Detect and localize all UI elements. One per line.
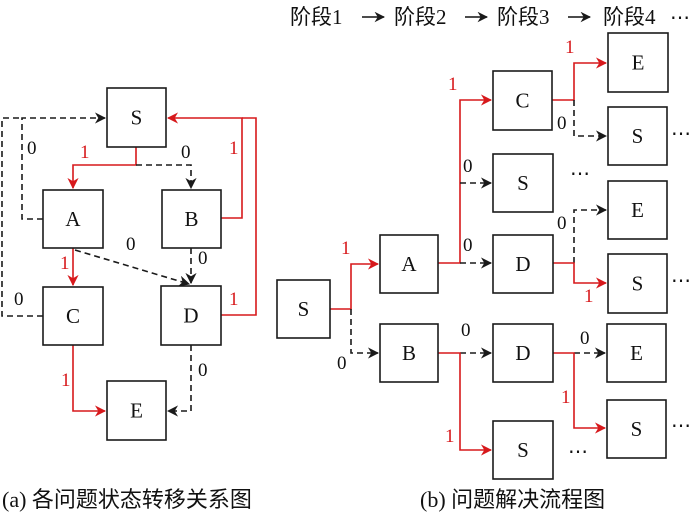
continuation-dots-5: ⋯: [568, 441, 588, 463]
svg-text:E: E: [631, 198, 644, 222]
edge-b-S-B: [350, 309, 380, 359]
caption-a: (a) 各问题状态转移关系图: [2, 487, 252, 512]
node-b-s3-S-bottom: S: [492, 420, 554, 480]
edge-a-C-S: [1, 117, 43, 317]
svg-text:E: E: [632, 51, 645, 75]
stage-3-label: 阶段3: [497, 5, 550, 29]
edge-b-B-S: [438, 352, 493, 456]
edge-a-C-S-label: 0: [14, 289, 24, 310]
edge-a-C-E-label: 1: [61, 370, 71, 391]
continuation-dots-2: ⋯: [671, 123, 691, 145]
edge-a-A-C-label: 1: [60, 253, 70, 274]
edge-b-C-E: [552, 57, 608, 101]
edge-b-D2-E-label: 0: [580, 328, 590, 349]
svg-text:S: S: [131, 106, 143, 130]
svg-text:A: A: [401, 252, 417, 276]
edge-a-C-E: [72, 345, 107, 417]
edge-a-D-E: [166, 345, 192, 417]
svg-text:S: S: [517, 171, 529, 195]
edge-b-D-S: [553, 262, 608, 289]
node-b-s4-S3: S: [606, 399, 667, 459]
diagram-b: 1 0 1 0 0 0 1 1 0 0 1 0 1: [276, 32, 691, 512]
edge-b-S-B-label: 0: [337, 353, 347, 374]
svg-text:A: A: [65, 207, 81, 231]
edge-a-B-S-label: 1: [229, 138, 239, 159]
svg-text:S: S: [631, 417, 643, 441]
node-b-s4-S1: S: [607, 106, 668, 166]
stage-header: 阶段1 阶段2 阶段3 阶段4 ⋯: [290, 5, 690, 29]
edge-a-B-D-label: 0: [198, 248, 208, 269]
edge-a-S-B-label: 0: [181, 142, 191, 163]
edge-b-A-D-label: 0: [463, 235, 473, 256]
svg-text:D: D: [515, 341, 530, 365]
edge-b-A-S-label: 0: [463, 156, 473, 177]
edge-a-A-S: [21, 112, 107, 220]
svg-text:S: S: [298, 297, 310, 321]
edge-a-D-E-label: 0: [198, 360, 208, 381]
edge-b-C-S: [573, 100, 608, 142]
node-b-s3-D-a: D: [492, 234, 554, 294]
edge-a-B-S: [166, 112, 243, 219]
edge-b-B-S-label: 1: [445, 426, 455, 447]
edge-a-D-S-label: 1: [229, 289, 239, 310]
edge-a-S-A: [67, 147, 137, 190]
node-b-s1-S: S: [276, 279, 331, 339]
node-b-s2-A: A: [379, 234, 439, 294]
node-b-s2-B: B: [379, 323, 439, 383]
edge-b-D2-S: [553, 352, 607, 434]
edge-b-D2-S-label: 1: [561, 387, 571, 408]
svg-text:C: C: [515, 89, 529, 113]
stage-4-label: 阶段4: [603, 5, 656, 29]
svg-text:B: B: [184, 207, 198, 231]
svg-text:E: E: [630, 341, 643, 365]
node-b-s3-S-top: S: [492, 153, 554, 213]
node-b-s4-E1: E: [607, 32, 669, 93]
node-a-S: S: [106, 87, 167, 148]
edge-b-B-D-label: 0: [461, 320, 471, 341]
svg-text:D: D: [515, 252, 530, 276]
svg-text:E: E: [130, 399, 143, 423]
continuation-dots-3: ⋯: [671, 270, 691, 292]
edge-b-C-E-label: 1: [565, 37, 575, 58]
svg-text:C: C: [66, 304, 80, 328]
continuation-dots-1: ⋯: [570, 163, 590, 185]
stage-ellipsis: ⋯: [670, 7, 690, 29]
node-b-s4-S2: S: [607, 253, 668, 314]
stage-2-label: 阶段2: [394, 5, 447, 29]
edge-a-D-S: [221, 117, 257, 316]
svg-text:S: S: [632, 124, 644, 148]
edge-b-D-E-label: 0: [557, 213, 567, 234]
svg-text:B: B: [402, 341, 416, 365]
stage-1-label: 阶段1: [290, 5, 343, 29]
node-a-E: E: [106, 380, 167, 441]
svg-text:D: D: [183, 304, 198, 328]
node-a-A: A: [42, 189, 104, 249]
node-b-s4-E3: E: [606, 323, 667, 383]
edge-b-A-C: [438, 94, 493, 264]
edge-a-S-A-label: 1: [80, 142, 90, 163]
diagram-a: 1 0 0 1 0 1 0 0 1 1 0 S: [1, 87, 257, 512]
edge-b-D-E: [573, 204, 608, 263]
svg-text:S: S: [517, 438, 529, 462]
caption-b: (b) 问题解决流程图: [420, 487, 605, 512]
edge-a-S-B: [136, 164, 197, 190]
node-b-s3-C: C: [492, 70, 553, 131]
node-a-C: C: [42, 286, 104, 346]
edge-b-C-S-label: 0: [557, 113, 567, 134]
edge-a-A-S-label: 0: [27, 138, 37, 159]
edge-b-S-A: [330, 258, 380, 310]
edge-b-D-S-label: 1: [584, 286, 594, 307]
edge-a-A-D: [74, 249, 191, 287]
edge-b-S-A-label: 1: [341, 238, 351, 259]
edge-b-A-C-label: 1: [448, 74, 458, 95]
node-b-s4-E2: E: [607, 180, 668, 240]
node-a-D: D: [160, 285, 222, 346]
svg-text:S: S: [632, 272, 644, 296]
node-b-s3-D-b: D: [492, 323, 554, 383]
edge-a-A-D-label: 0: [126, 234, 136, 255]
node-a-B: B: [161, 189, 222, 249]
continuation-dots-4: ⋯: [671, 415, 691, 437]
